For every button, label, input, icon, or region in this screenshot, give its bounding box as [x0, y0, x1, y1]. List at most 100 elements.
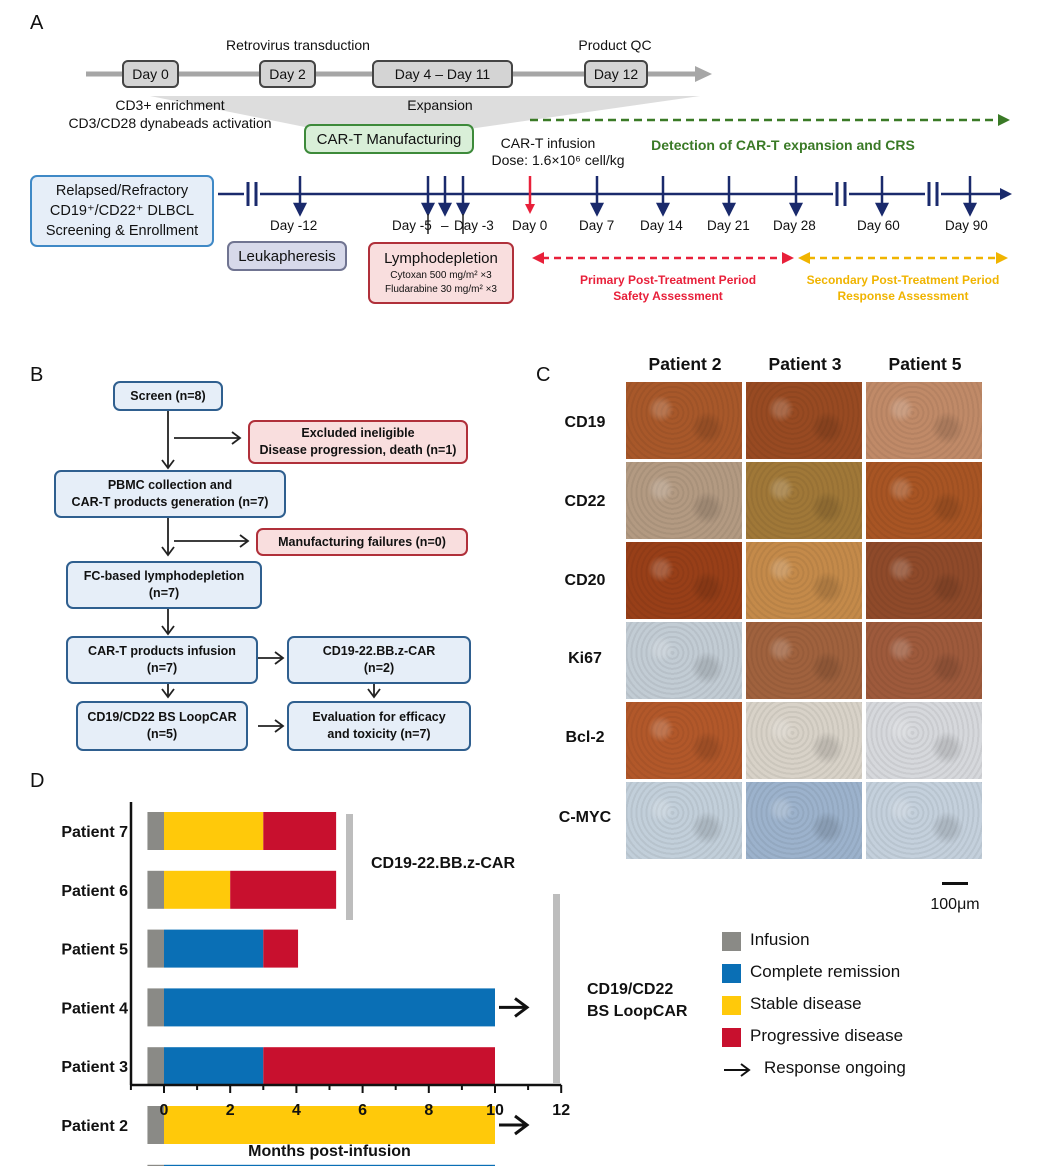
- primary-period-arrow: [532, 252, 794, 264]
- day-7-label: Day 7: [579, 218, 615, 233]
- row-label-patient-2: Patient 2: [61, 1118, 128, 1135]
- bar-complete-remission-patient-1: [164, 1164, 495, 1166]
- response-ongoing-arrow-patient-4: [499, 997, 530, 1018]
- lymphodepletion-pointers: [427, 214, 464, 234]
- lymphodepletion-box: Lymphodepletion Cytoxan 500 mg/m² ×3 Flu…: [368, 242, 514, 304]
- day-dash: –: [441, 218, 449, 233]
- legend-swatch-infusion: [722, 932, 741, 951]
- manufacturing-failures-box: Manufacturing failures (n=0): [256, 528, 468, 556]
- day-14-label: Day 14: [640, 218, 683, 233]
- primary-period-line-2: Safety Assessment: [613, 289, 723, 303]
- ihc-cmyc-patient-2: [626, 782, 742, 859]
- scale-bar: [942, 882, 968, 885]
- evaluation-line-1: Evaluation for efficacy: [312, 710, 446, 724]
- panel-label-d: D: [30, 770, 45, 792]
- fc-line-1: FC-based lymphodepletion: [83, 569, 245, 583]
- loopcar-line-2: (n=5): [146, 727, 178, 741]
- bar-stable-disease-patient-6: [164, 870, 231, 909]
- panel-label-c: C: [536, 364, 551, 386]
- ihc-cd19-patient-2: [626, 382, 742, 459]
- legend-label-complete-remission: Complete remission: [750, 962, 901, 981]
- enrollment-line-3: Screening & Enrollment: [45, 223, 199, 239]
- row-label-patient-7: Patient 7: [61, 824, 128, 841]
- day-minus-12: Day -12: [270, 218, 318, 233]
- x-tick-label-12: 12: [552, 1102, 570, 1119]
- day-2-box: Day 2: [259, 60, 316, 88]
- infusion-dose: Dose: 1.6×10⁶ cell/kg: [491, 152, 625, 168]
- ihc-cd20-patient-3: [746, 542, 862, 619]
- fc-line-2: (n=7): [148, 586, 180, 600]
- product-qc-label: Product QC: [578, 37, 652, 53]
- ihc-ki67-patient-3: [746, 622, 862, 699]
- bar-infusion-patient-1: [147, 1164, 164, 1166]
- fc-lymphodepletion-box: FC-based lymphodepletion (n=7): [66, 561, 262, 609]
- legend-label-stable-disease: Stable disease: [750, 994, 862, 1013]
- ihc-cd22-patient-5: [866, 462, 982, 539]
- pbmc-line-1: PBMC collection and: [107, 478, 233, 492]
- x-tick-label-6: 6: [358, 1102, 367, 1119]
- pbmc-box: PBMC collection and CAR-T products gener…: [54, 470, 286, 518]
- row-label-cd20: CD20: [564, 572, 606, 589]
- timeline-arrowhead: [1000, 188, 1012, 200]
- ihc-cmyc-patient-5: [866, 782, 982, 859]
- day-12-box: Day 12: [584, 60, 648, 88]
- detection-arrowhead: [998, 114, 1010, 126]
- ihc-cmyc-patient-3: [746, 782, 862, 859]
- enrollment-line-2: CD19⁺/CD22⁺ DLBCL: [49, 203, 195, 219]
- group-bracket-bbz: [346, 814, 353, 920]
- ihc-ki67-patient-2: [626, 622, 742, 699]
- row-label-ki67: Ki67: [568, 650, 602, 667]
- x-tick-label-4: 4: [292, 1102, 301, 1119]
- car-t-manufacturing-box: CAR-T Manufacturing: [304, 124, 474, 154]
- ihc-bcl2-patient-3: [746, 702, 862, 779]
- legend-swatch-progressive-disease: [722, 1028, 741, 1047]
- bbz-car-box: CD19-22.BB.z-CAR (n=2): [287, 636, 471, 684]
- infusion-title: CAR-T infusion: [500, 135, 596, 151]
- excluded-line-2: Disease progression, death (n=1): [259, 443, 457, 457]
- legend-label-response-ongoing: Response ongoing: [764, 1058, 906, 1077]
- ihc-cd22-patient-2: [626, 462, 742, 539]
- day-28-label: Day 28: [773, 218, 816, 233]
- bbz-line-2: (n=2): [363, 661, 395, 675]
- bar-complete-remission-patient-4: [164, 988, 495, 1027]
- day-minus-3: Day -3: [454, 218, 494, 233]
- row-label-bcl2: Bcl-2: [565, 729, 605, 746]
- loopcar-box: CD19/CD22 BS LoopCAR (n=5): [76, 701, 248, 751]
- bar-progressive-disease-patient-3: [263, 1047, 495, 1086]
- bar-progressive-disease-patient-7: [263, 812, 337, 850]
- x-tick-label-10: 10: [486, 1102, 504, 1119]
- day-90-label: Day 90: [945, 218, 988, 233]
- timeline-day-arrows: [292, 176, 978, 217]
- column-label-patient-2: Patient 2: [648, 354, 722, 374]
- day-4-11-box: Day 4 – Day 11: [372, 60, 513, 88]
- column-label-patient-3: Patient 3: [768, 354, 842, 374]
- day-21-label: Day 21: [707, 218, 750, 233]
- chart-legend: Infusion Complete remission Stable disea…: [722, 928, 1042, 1088]
- bar-infusion-patient-6: [147, 870, 164, 909]
- leukapheresis-box: Leukapheresis: [227, 241, 347, 271]
- day-0-label: Day 0: [512, 218, 548, 233]
- x-axis-title: Months post-infusion: [248, 1143, 411, 1160]
- infusion-line-1: CAR-T products infusion: [88, 644, 236, 658]
- ihc-bcl2-patient-2: [626, 702, 742, 779]
- group-bracket-loopcar: [553, 894, 560, 1084]
- row-label-cmyc: C-MYC: [558, 809, 612, 826]
- bar-progressive-disease-patient-5: [263, 929, 299, 968]
- fludarabine-dose: Fludarabine 30 mg/m² ×3: [384, 284, 497, 295]
- row-label-cd22: CD22: [564, 493, 606, 510]
- ihc-bcl2-patient-5: [866, 702, 982, 779]
- manufacturing-arrowhead: [695, 66, 712, 82]
- panel-label-a: A: [30, 12, 44, 34]
- excluded-box: Excluded ineligible Disease progression,…: [248, 420, 468, 464]
- detection-label: Detection of CAR-T expansion and CRS: [651, 137, 915, 153]
- timeline-break-marks: [244, 182, 941, 206]
- expansion-label: Expansion: [407, 97, 473, 113]
- group-label-bbz: CD19-22.BB.z-CAR: [371, 855, 515, 872]
- evaluation-box: Evaluation for efficacy and toxicity (n=…: [287, 701, 471, 751]
- secondary-period-arrow: [798, 252, 1008, 264]
- pbmc-line-2: CAR-T products generation (n=7): [71, 495, 269, 509]
- bar-infusion-patient-5: [147, 929, 164, 968]
- cd3-enrichment-label: CD3+ enrichment: [115, 97, 225, 113]
- excluded-line-1: Excluded ineligible: [301, 426, 415, 440]
